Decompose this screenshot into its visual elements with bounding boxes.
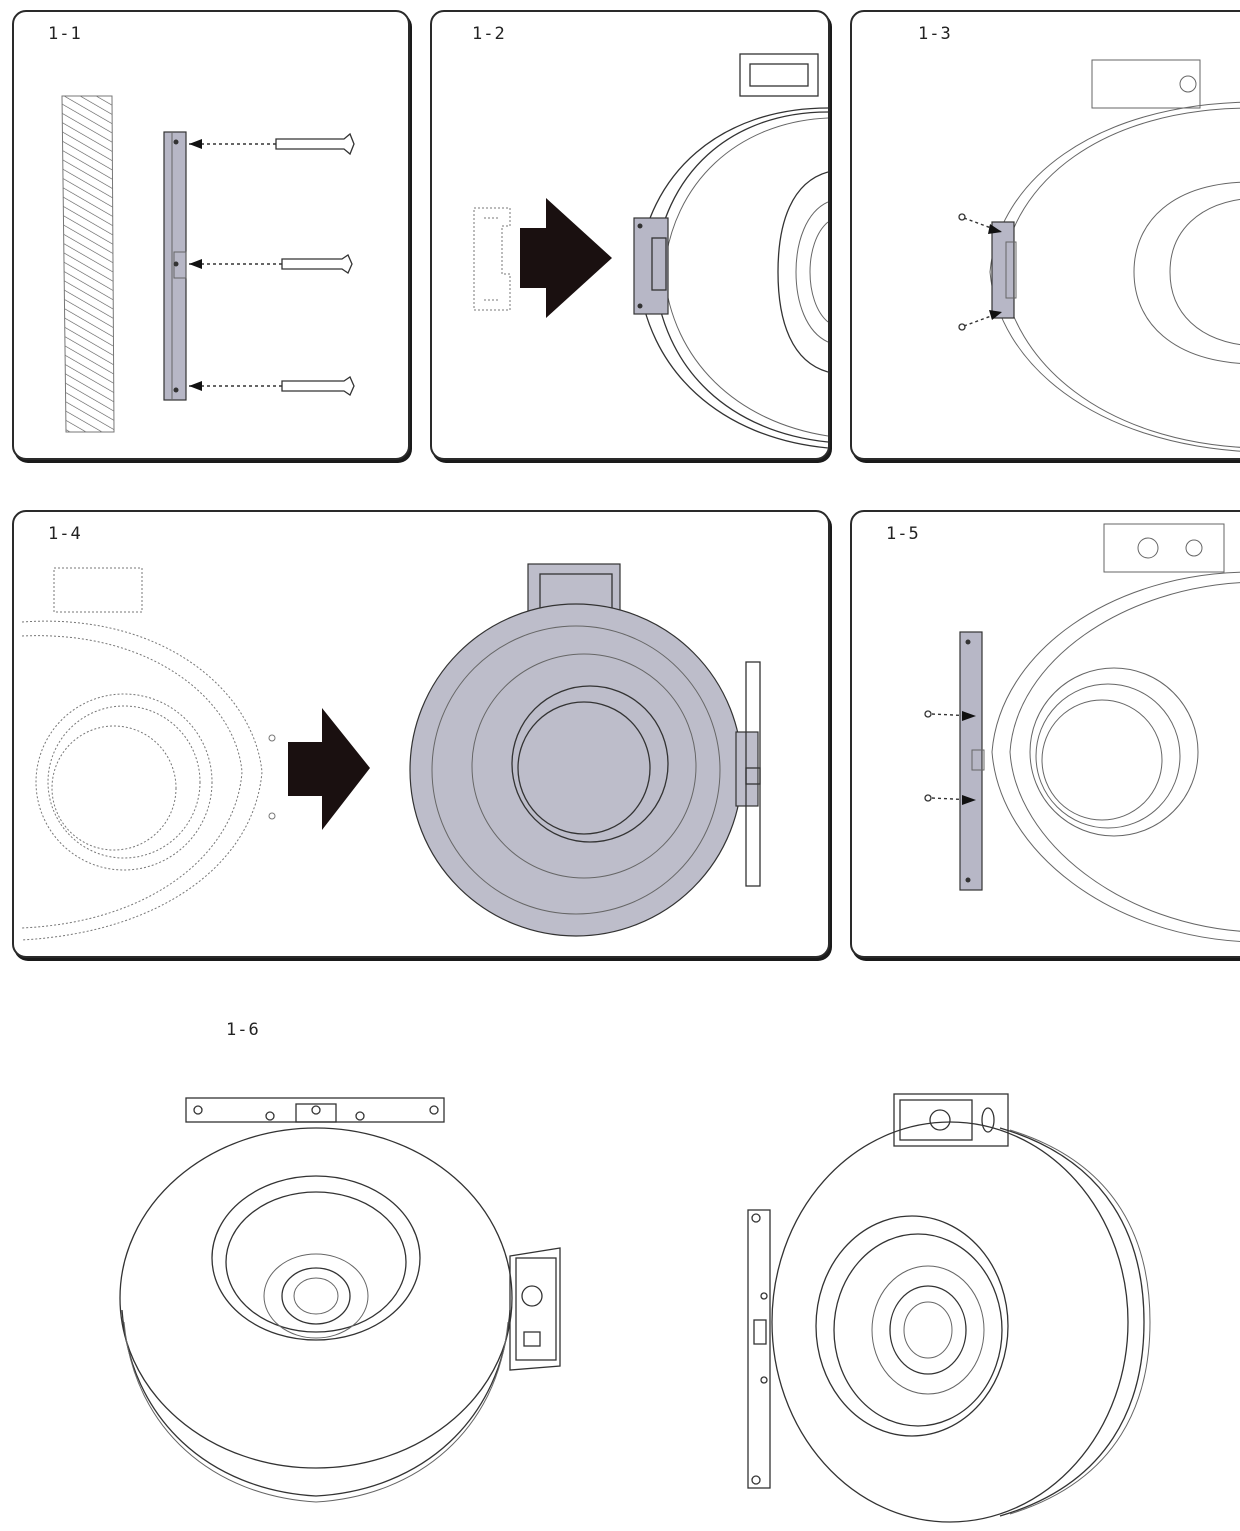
direction-arrow — [288, 708, 370, 830]
step-label: 1-3 — [918, 24, 952, 44]
step-label: 1-6 — [226, 1020, 260, 1040]
screw-bottom — [189, 376, 355, 396]
panel-step-1-2: 1-2 — [430, 10, 830, 460]
fan-ceiling-mounted — [119, 1097, 561, 1503]
step-1-3-illustration — [958, 59, 1240, 452]
screw-top — [189, 132, 355, 156]
bracket-on-fan — [959, 631, 985, 891]
wall-section — [61, 95, 115, 433]
step-label: 1-4 — [48, 524, 82, 544]
fan-housing — [989, 59, 1240, 452]
screw-bottom — [958, 310, 1003, 331]
screw-top — [924, 710, 976, 721]
step-1-1-illustration — [61, 95, 355, 433]
panel-step-1-3: 1-3 — [850, 10, 1240, 460]
screw-top — [958, 213, 1003, 234]
panel-step-1-4: 1-4 — [12, 510, 830, 958]
step-label: 1-2 — [472, 24, 506, 44]
bracket-on-fan — [991, 221, 1017, 319]
fan-housing — [991, 523, 1240, 942]
step-1-6-illustration — [119, 1093, 1151, 1523]
bracket-on-fan — [633, 217, 669, 315]
fan-wall-mounted — [747, 1093, 1151, 1523]
step-1-4-illustration — [21, 563, 761, 941]
screw-middle — [189, 254, 353, 274]
step-label: 1-1 — [48, 24, 82, 44]
step-label: 1-5 — [886, 524, 920, 544]
step-1-2-illustration — [473, 53, 828, 449]
direction-arrow — [520, 198, 612, 318]
screw-bottom — [924, 794, 976, 805]
panel-step-1-1: 1-1 — [12, 10, 410, 460]
fan-after-mounted — [409, 563, 761, 937]
step-1-5-illustration — [924, 523, 1240, 942]
bracket-outline-dotted — [473, 207, 511, 311]
fan-before-outline — [21, 567, 276, 941]
panel-step-1-5: 1-5 — [850, 510, 1240, 958]
mounting-bracket — [163, 131, 187, 401]
